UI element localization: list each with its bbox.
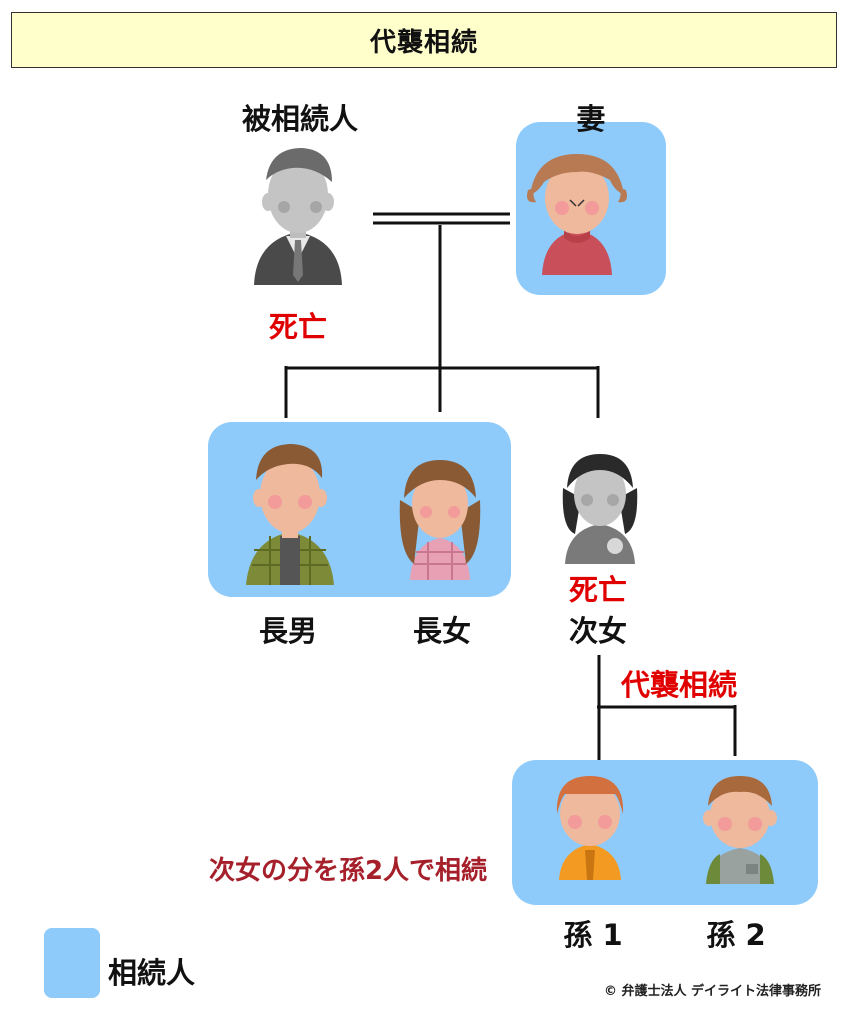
eldest-son-label: 長男 <box>258 614 317 648</box>
deceased-person-label: 被相続人 <box>241 102 358 136</box>
deceased-person-illustration <box>254 148 342 285</box>
second-daughter-status-label: 死亡 <box>568 573 627 607</box>
representation-label: 代襲相続 <box>620 668 737 702</box>
diagram-title: 代襲相続 <box>11 12 837 68</box>
legend-label: 相続人 <box>108 956 196 990</box>
grandchild-1-illustration <box>556 776 624 880</box>
copyright-notice: © 弁護士法人 デイライト法律事務所 <box>604 984 822 999</box>
second-daughter-label: 次女 <box>568 614 627 648</box>
grandchild-1-label: 孫 1 <box>563 918 623 952</box>
eldest-daughter-label: 長女 <box>412 614 471 648</box>
deceased-status-label: 死亡 <box>268 310 327 344</box>
wife-illustration <box>527 154 627 275</box>
second-daughter-illustration <box>562 454 638 564</box>
wife-label: 妻 <box>576 102 606 136</box>
eldest-daughter-illustration <box>399 460 481 580</box>
grandchild-2-label: 孫 2 <box>706 918 766 952</box>
grandchild-2-illustration <box>703 776 777 884</box>
legend-swatch <box>44 928 100 998</box>
eldest-son-illustration <box>246 444 334 585</box>
representation-note: 次女の分を孫2人で相続 <box>208 856 488 886</box>
